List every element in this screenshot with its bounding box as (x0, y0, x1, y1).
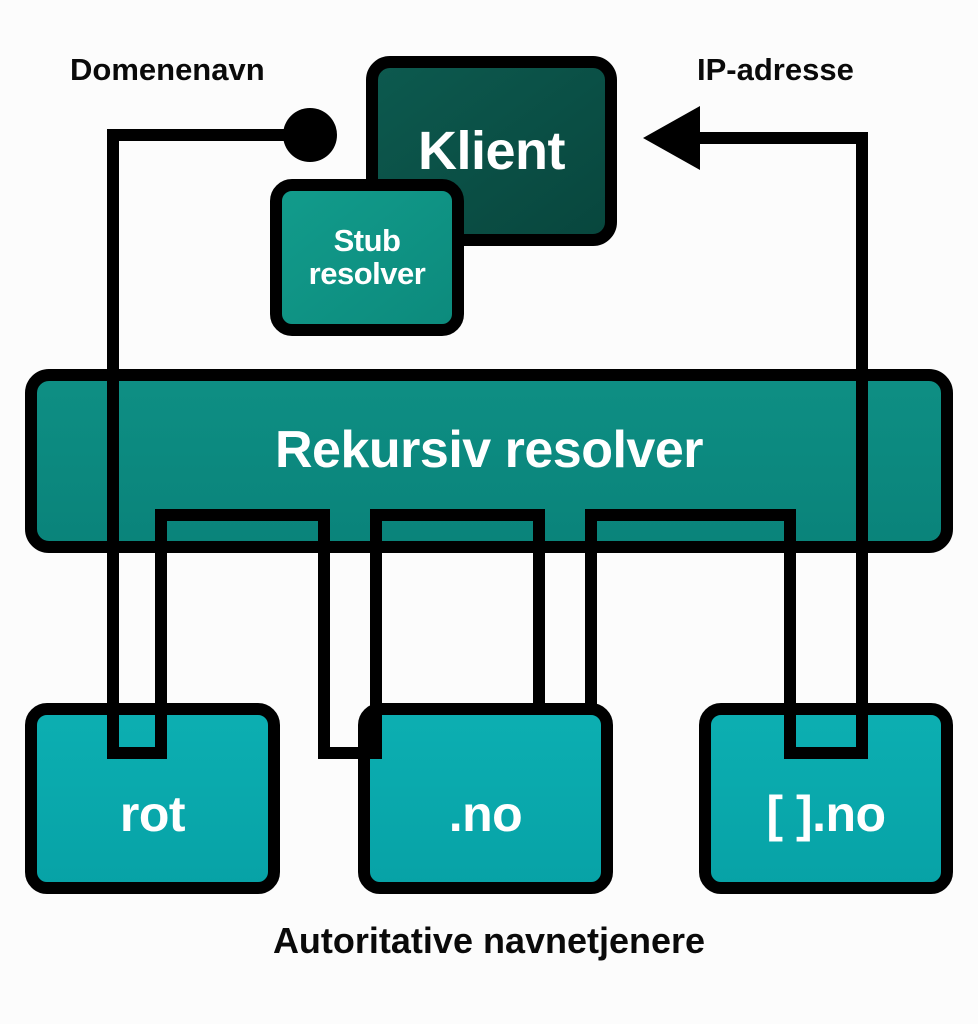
node-authoritative-rot[interactable] (25, 703, 280, 894)
connector-stubs-authoritative (107, 709, 868, 759)
node-stub-resolver[interactable] (270, 179, 464, 336)
node-authoritative-no[interactable] (358, 703, 613, 894)
connector-overlay-resolver (107, 375, 868, 547)
label-ip-adresse: IP-adresse (697, 52, 854, 87)
caption-autoritative-navnetjenere: Autoritative navnetjenere (272, 920, 706, 961)
node-recursive-resolver[interactable] (25, 369, 953, 553)
label-domenenavn: Domenenavn (70, 52, 265, 87)
node-authoritative-subdomain-no[interactable] (699, 703, 953, 894)
query-origin-dot (283, 108, 337, 162)
response-arrow-head (643, 106, 700, 170)
